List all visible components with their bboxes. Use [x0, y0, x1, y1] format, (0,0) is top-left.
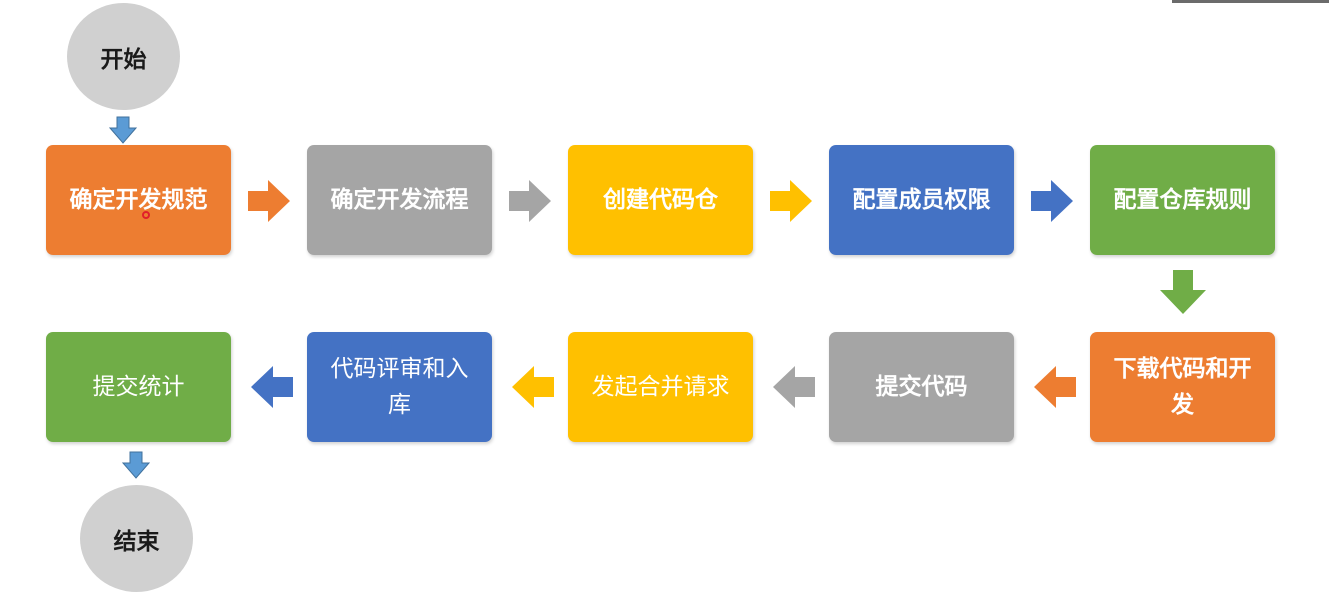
step-label: 提交统计 — [92, 374, 185, 400]
arrow-right-icon — [248, 180, 290, 222]
step-define-dev-process: 确定开发流程 — [307, 145, 492, 255]
arrow-right-icon — [509, 180, 551, 222]
arrow-right-icon — [1031, 180, 1073, 222]
arrow-left-icon — [773, 366, 815, 408]
step-create-repo: 创建代码仓 — [568, 145, 753, 255]
step-code-review-and-merge: 代码评审和入库 — [307, 332, 492, 442]
window-edge-bar — [1172, 0, 1329, 3]
pointer-marker — [142, 211, 150, 219]
step-create-merge-request: 发起合并请求 — [568, 332, 753, 442]
step-label: 确定开发流程 — [330, 187, 469, 213]
step-configure-member-permissions: 配置成员权限 — [829, 145, 1014, 255]
arrow-left-icon — [512, 366, 554, 408]
arrow-down-icon — [1160, 270, 1206, 314]
start-node: 开始 — [67, 3, 180, 110]
end-node: 结束 — [80, 485, 193, 592]
step-label: 确定开发规范 — [69, 187, 208, 213]
end-label: 结束 — [113, 528, 160, 555]
step-submit-statistics: 提交统计 — [46, 332, 231, 442]
arrow-down-icon — [122, 451, 150, 479]
step-label: 代码评审和入库 — [330, 356, 469, 418]
arrow-left-icon — [251, 366, 293, 408]
step-download-and-develop: 下载代码和开发 — [1090, 332, 1275, 442]
step-label: 提交代码 — [875, 374, 968, 400]
step-label: 配置成员权限 — [852, 187, 991, 213]
arrow-left-icon — [1034, 366, 1076, 408]
step-define-dev-standards: 确定开发规范 — [46, 145, 231, 255]
step-commit-code: 提交代码 — [829, 332, 1014, 442]
arrow-down-icon — [109, 116, 137, 144]
step-label: 下载代码和开发 — [1113, 356, 1252, 418]
step-configure-repo-rules: 配置仓库规则 — [1090, 145, 1275, 255]
arrow-right-icon — [770, 180, 812, 222]
start-label: 开始 — [100, 46, 147, 73]
step-label: 发起合并请求 — [591, 374, 730, 400]
step-label: 创建代码仓 — [603, 187, 718, 213]
step-label: 配置仓库规则 — [1113, 187, 1252, 213]
